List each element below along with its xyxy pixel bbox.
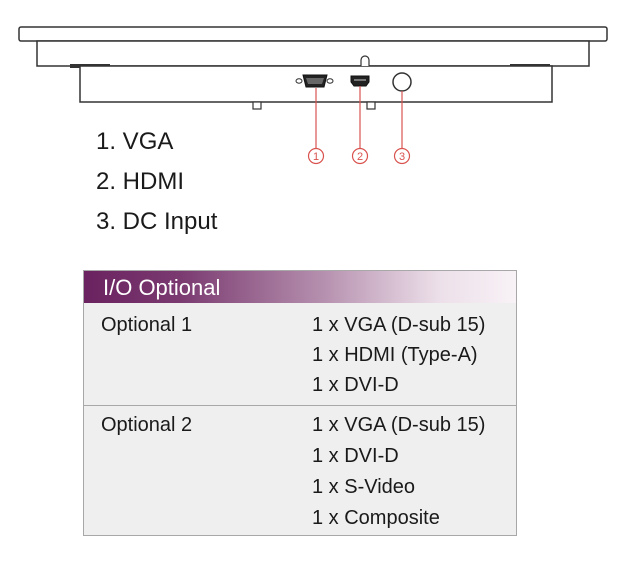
device-bezel xyxy=(36,40,590,67)
io-group-value: 1 x VGA (D-sub 15) xyxy=(312,314,486,336)
device-top-frame xyxy=(18,26,608,42)
legend-item-vga: 1. VGA xyxy=(96,128,174,155)
io-group-value: 1 x DVI-D xyxy=(312,445,399,467)
io-group-label: Optional 2 xyxy=(101,414,193,436)
io-group-optional-2: Optional 2 1 x VGA (D-sub 15) 1 x DVI-D … xyxy=(84,406,516,535)
callout-number-2: 2 xyxy=(357,151,363,163)
io-group-value: 1 x VGA (D-sub 15) xyxy=(312,414,486,436)
io-table-title: I/O Optional xyxy=(103,275,221,300)
callout-circle-2 xyxy=(351,147,369,165)
callout-number-1: 1 xyxy=(313,151,319,163)
device-foot-right xyxy=(366,101,376,110)
dc-input-port-icon xyxy=(392,72,412,92)
io-group-label: Optional 1 xyxy=(101,314,193,336)
io-group-value: 1 x S-Video xyxy=(312,476,416,498)
callout-circle-1 xyxy=(307,147,325,165)
device-foot-left xyxy=(252,101,262,110)
legend-item-hdmi: 2. HDMI xyxy=(96,168,185,195)
io-table-divider xyxy=(84,405,516,406)
io-table-header: I/O Optional xyxy=(84,271,516,303)
legend-item-dc-input: 3. DC Input xyxy=(96,208,218,235)
device-bottom-view: 1 2 3 xyxy=(18,26,608,165)
io-group-value: 1 x HDMI (Type-A) xyxy=(312,344,478,366)
hdmi-port-icon xyxy=(350,75,370,87)
io-group-value: 1 x DVI-D xyxy=(312,374,399,396)
io-optional-table: I/O Optional Optional 1 1 x VGA (D-sub 1… xyxy=(83,270,517,536)
device-top-nub xyxy=(360,55,370,66)
callout-circle-3 xyxy=(393,147,411,165)
vga-port-icon xyxy=(295,74,334,88)
io-group-value: 1 x Composite xyxy=(312,507,440,529)
callout-number-3: 3 xyxy=(399,151,405,163)
io-group-optional-1: Optional 1 1 x VGA (D-sub 15) 1 x HDMI (… xyxy=(84,303,516,405)
